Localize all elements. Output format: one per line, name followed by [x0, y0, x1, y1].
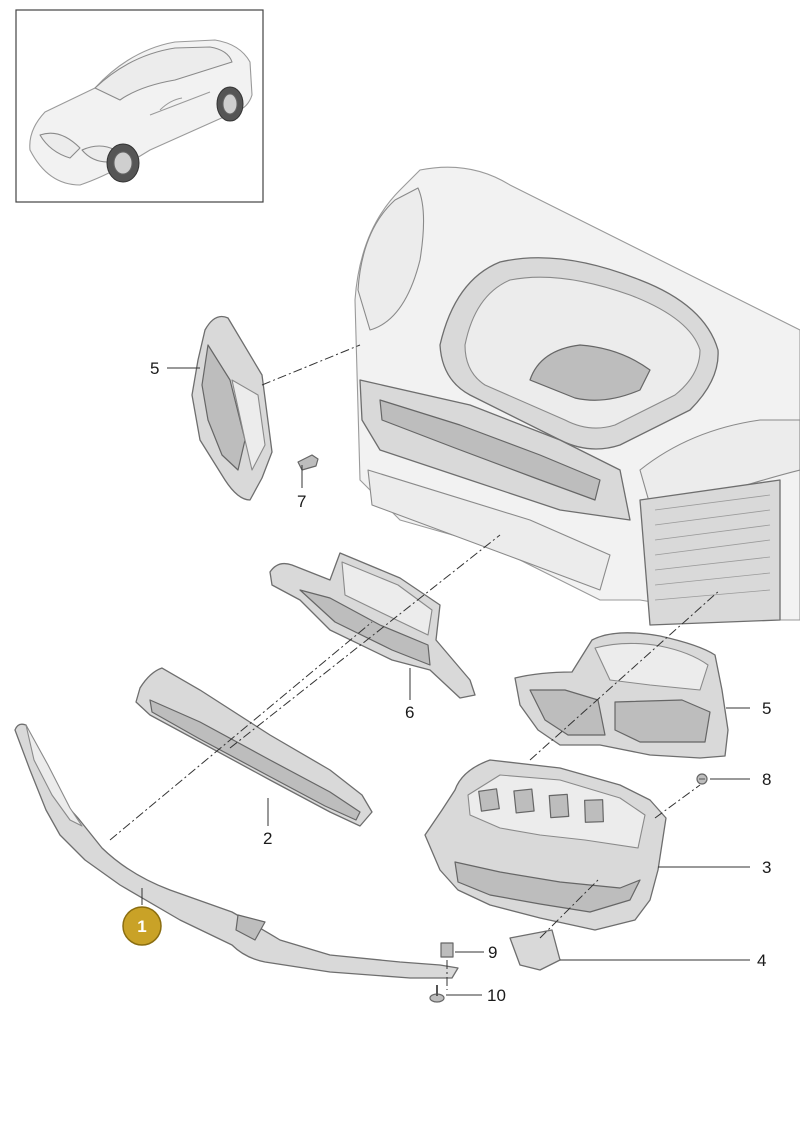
callout-label[interactable]: 9 — [488, 943, 497, 962]
part-center-air-duct[interactable] — [269, 552, 476, 699]
callout-label[interactable]: 7 — [297, 492, 306, 511]
part-cover-cap[interactable] — [509, 929, 561, 971]
callout-label[interactable]: 5 — [762, 699, 771, 718]
callout-label[interactable]: 2 — [263, 829, 272, 848]
callout-label[interactable]: 4 — [757, 951, 766, 970]
part-side-air-duct-right[interactable] — [514, 632, 729, 759]
headlight-left — [357, 187, 425, 331]
vehicle-front-body — [354, 166, 800, 626]
badge-number: 1 — [137, 917, 146, 936]
car-overview-icon — [29, 39, 253, 186]
part-front-spoiler-lip[interactable] — [14, 723, 459, 979]
part-clip[interactable] — [297, 454, 319, 471]
callout-label[interactable]: 6 — [405, 703, 414, 722]
part-clip-nut[interactable] — [440, 942, 454, 958]
vehicle-thumbnail[interactable] — [15, 9, 264, 203]
part-bumper-bracket[interactable] — [135, 667, 373, 827]
leader-lines — [141, 367, 750, 996]
assembly-lines — [109, 344, 721, 990]
callout-label[interactable]: 3 — [762, 858, 771, 877]
badge-circle — [122, 906, 162, 946]
radiator — [639, 479, 781, 626]
part-bolt[interactable] — [429, 985, 445, 1003]
highlight-badge[interactable]: 1 — [122, 906, 162, 946]
part-side-air-duct-left[interactable] — [191, 315, 273, 501]
callout-label[interactable]: 10 — [487, 986, 506, 1005]
callout-label[interactable]: 5 — [150, 359, 159, 378]
part-screw[interactable] — [696, 773, 708, 785]
callout-label[interactable]: 8 — [762, 770, 771, 789]
callout-labels: 5 7 6 2 5 8 3 9 4 10 — [150, 359, 771, 1005]
part-grille-carrier[interactable] — [424, 759, 667, 931]
